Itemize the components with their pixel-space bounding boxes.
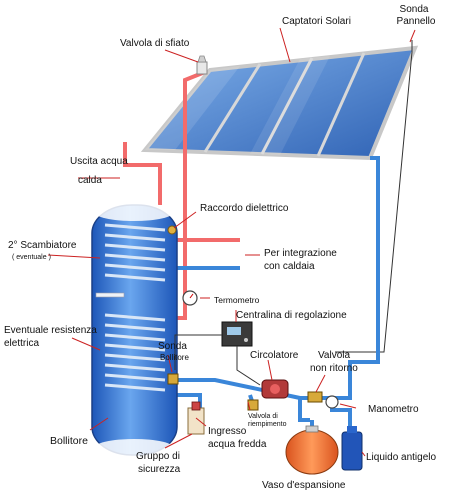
- label-termometro: Termometro: [214, 295, 260, 305]
- label-sonda-pannello-2: Pannello: [397, 16, 436, 27]
- label-liquido-antigelo: Liquido antigelo: [366, 452, 436, 463]
- leader-lines: [47, 27, 416, 457]
- label-circolatore: Circolatore: [250, 350, 299, 361]
- label-manometro: Manometro: [368, 404, 419, 415]
- label-valvola-non-ritorno-1: Valvola: [318, 350, 350, 361]
- electric-resistance: [95, 292, 125, 298]
- label-valvola-riempimento-1: Valvola di: [248, 413, 278, 420]
- label-vaso-espansione: Vaso d'espansione: [262, 480, 346, 491]
- label-resistenza-2: elettrica: [4, 338, 39, 349]
- label-raccordo-dielettrico: Raccordo dielettrico: [200, 203, 289, 214]
- label-ingresso-acqua-2: acqua fredda: [208, 439, 267, 450]
- circulator-pump: [261, 379, 289, 399]
- expansion-vessel: [285, 420, 339, 475]
- tank-connection: [167, 373, 179, 385]
- label-valvola-non-ritorno-2: non ritorno: [310, 363, 358, 374]
- label-sonda-bollitore-2: Bollitore: [160, 353, 189, 362]
- label-integrazione-2: con caldaia: [264, 261, 315, 272]
- label-scambiatore-1: 2° Scambiatore: [8, 240, 77, 251]
- label-centralina: Centralina di regolazione: [236, 310, 347, 321]
- tank-sensor-wire: [174, 334, 222, 370]
- vent-valve: [196, 55, 208, 75]
- label-resistenza-1: Eventuale resistenza: [4, 325, 97, 336]
- safety-group: [187, 401, 205, 435]
- controller-wire: [236, 346, 261, 386]
- label-ingresso-acqua-1: Ingresso: [208, 426, 247, 437]
- filling-valve: [247, 399, 259, 411]
- label-bollitore: Bollitore: [50, 435, 88, 447]
- storage-tank: [91, 203, 178, 457]
- controller-box: [221, 321, 253, 347]
- panel-sensor-wire: [335, 40, 413, 353]
- thermometer: [182, 290, 198, 306]
- label-sonda-bollitore-1: Sonda: [158, 341, 187, 352]
- upper-coil: [104, 223, 166, 282]
- label-uscita-acqua-2: calda: [78, 175, 102, 186]
- label-sonda-pannello-1: Sonda: [400, 4, 429, 15]
- lower-coil: [104, 313, 166, 392]
- label-valvola-riempimento-2: riempimento: [248, 421, 287, 428]
- antifreeze-container: [341, 426, 363, 471]
- manometer: [325, 395, 339, 409]
- label-uscita-acqua-1: Uscita acqua: [70, 156, 128, 167]
- label-captatori-solari: Captatori Solari: [282, 16, 351, 27]
- label-gruppo-sicurezza-2: sicurezza: [138, 464, 181, 475]
- label-integrazione-1: Per integrazione: [264, 248, 337, 259]
- label-valvola-sfiato: Valvola di sfiato: [120, 38, 190, 49]
- non-return-valve: [307, 391, 323, 403]
- label-gruppo-sicurezza-1: Gruppo di: [136, 451, 180, 462]
- label-scambiatore-2: ( eventuale ): [12, 254, 51, 261]
